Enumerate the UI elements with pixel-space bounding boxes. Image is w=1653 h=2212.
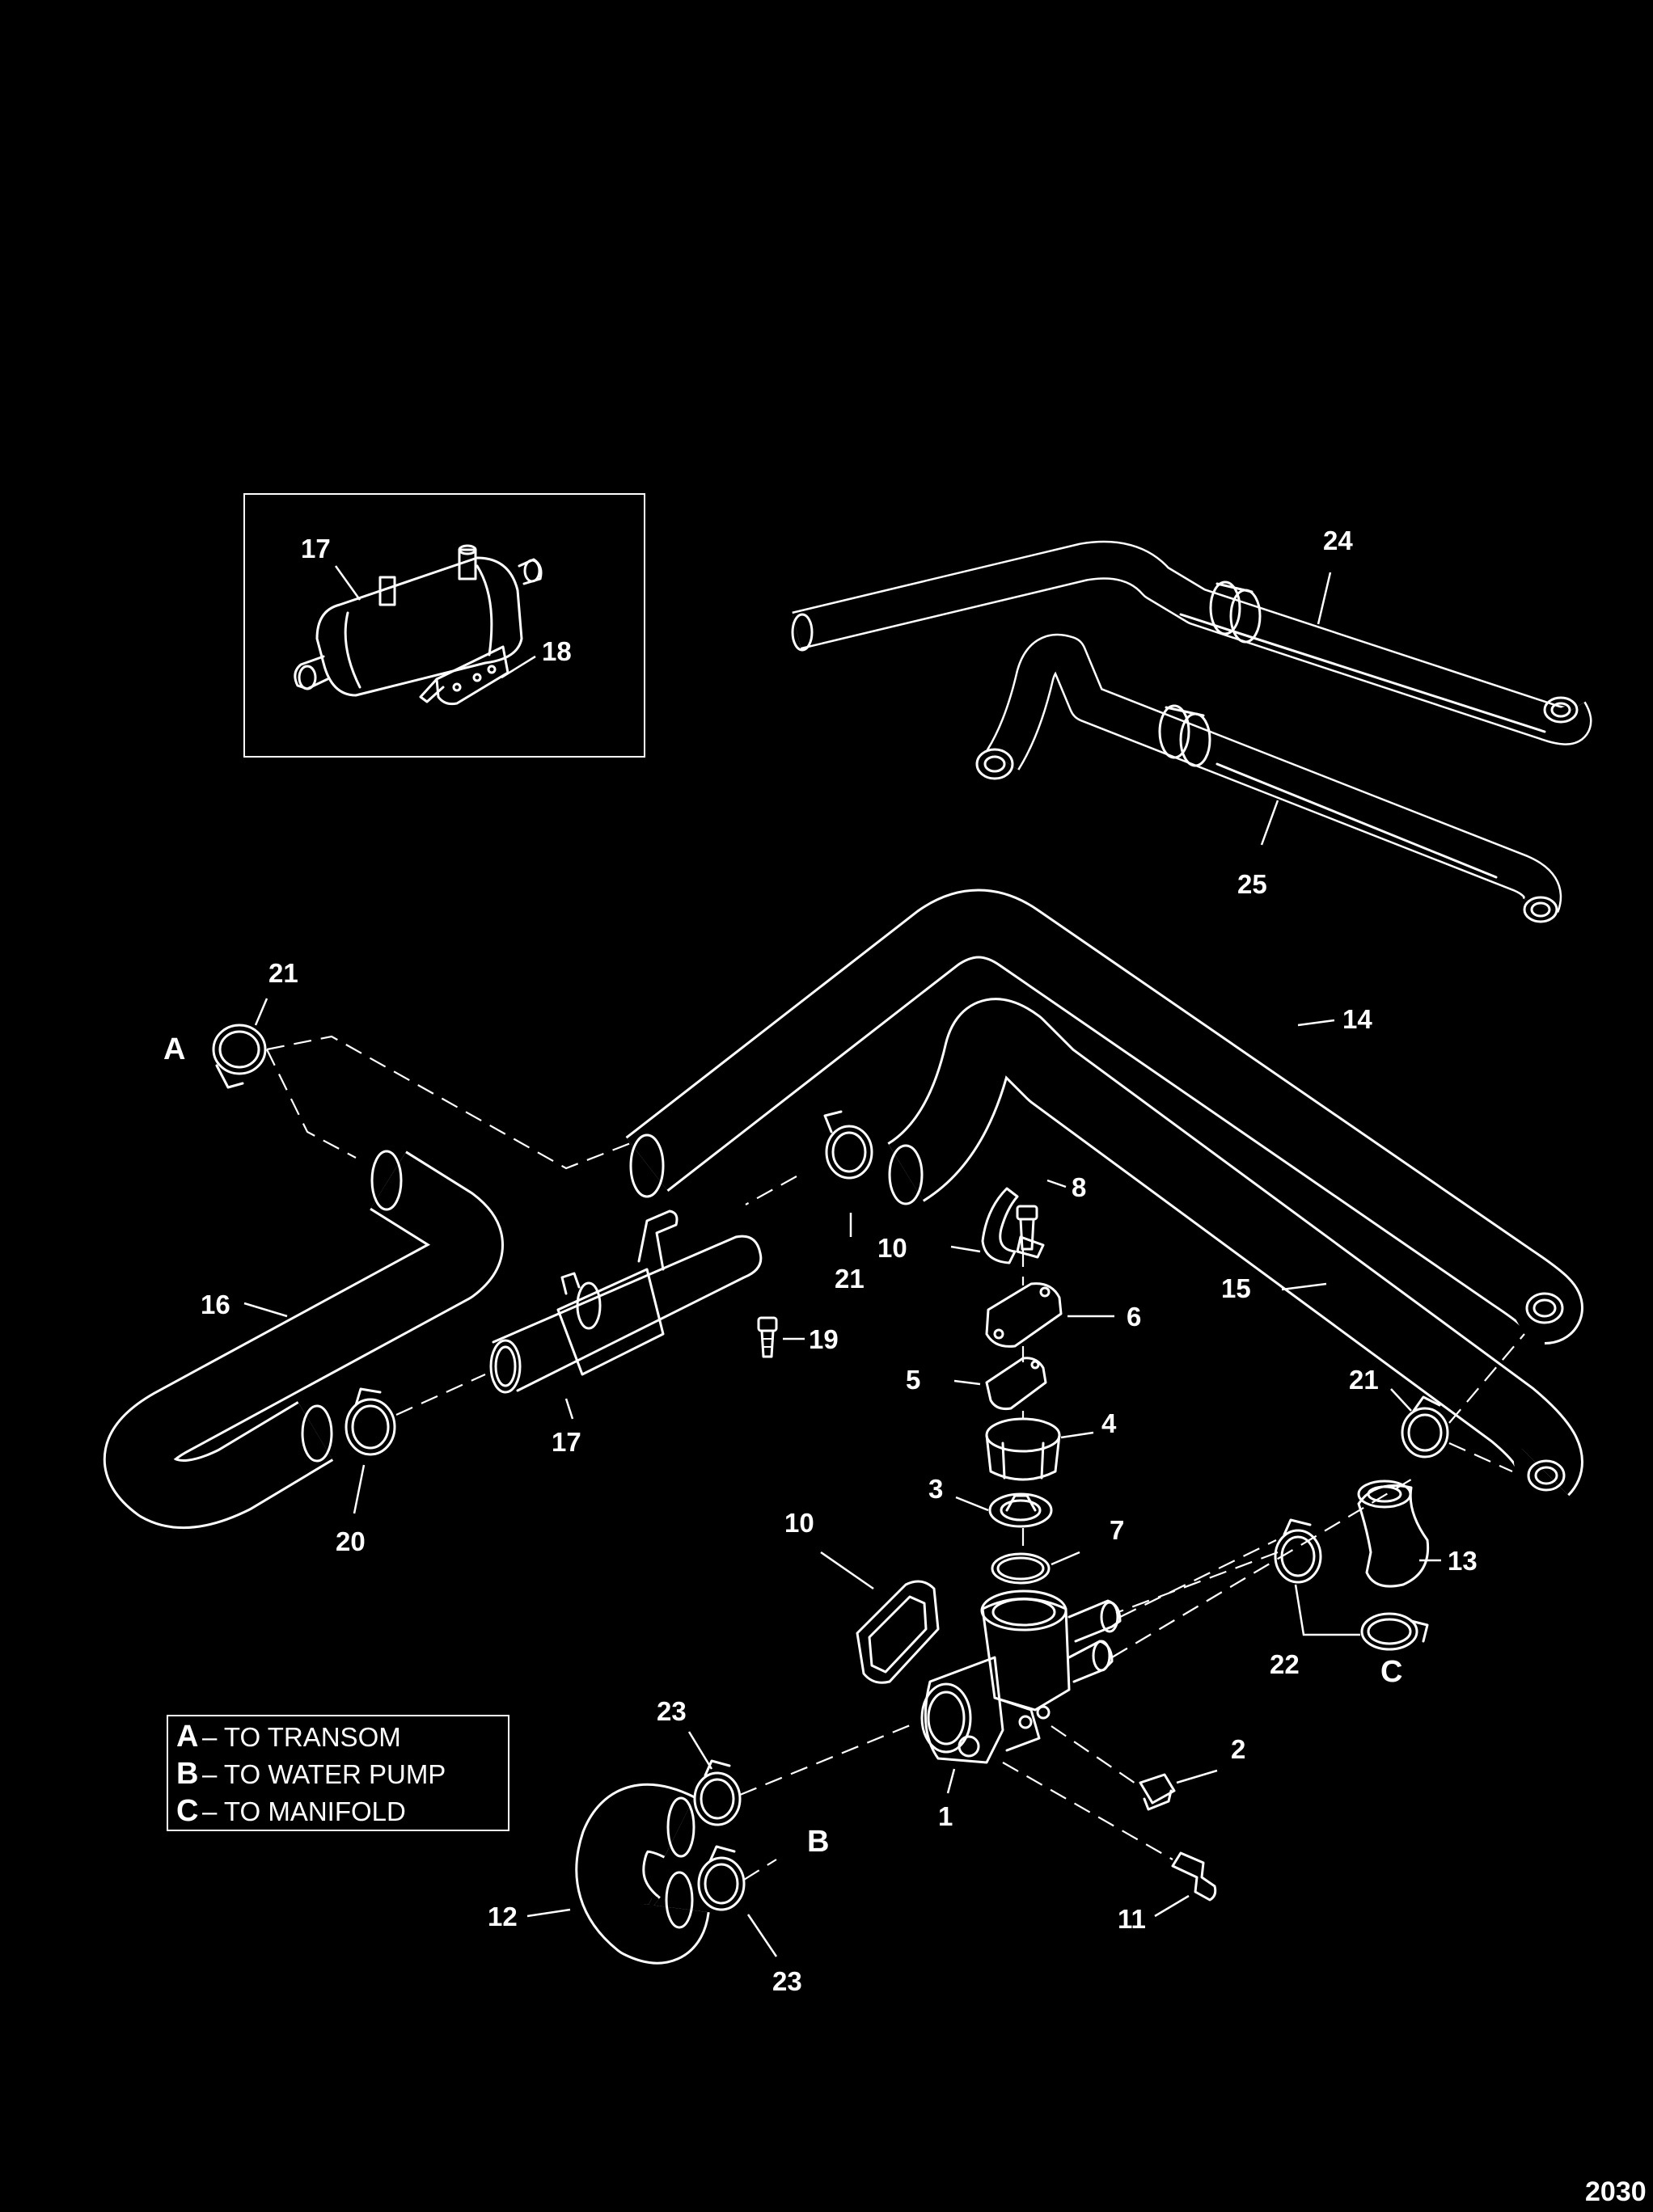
callout-14: 14 (1342, 1004, 1372, 1034)
hose-clamp-25 (1158, 704, 1211, 767)
bolt-11 (1171, 1851, 1217, 1902)
hose-16 (103, 1150, 504, 1529)
callout-5: 5 (906, 1365, 920, 1395)
hose-14 (625, 889, 1583, 1345)
hose-24 (791, 540, 1592, 745)
callout-10-lower: 10 (784, 1508, 814, 1538)
document-number: 2030 (1585, 2176, 1647, 2207)
screw-19 (757, 1316, 778, 1358)
inset-box: 17 18 (243, 493, 645, 758)
callout-11: 11 (1118, 1904, 1146, 1934)
callout-13: 13 (1448, 1546, 1478, 1576)
legend-text-b: – TO WATER PUMP (202, 1759, 446, 1789)
mounting-bracket-inset (419, 645, 509, 706)
hose-clamp-21-right (1401, 1395, 1449, 1458)
legend-text-c: – TO MANIFOLD (202, 1796, 406, 1826)
gasket-10-upper (981, 1187, 1045, 1264)
callout-6: 6 (1127, 1302, 1141, 1332)
callout-17: 17 (552, 1427, 581, 1457)
callout-23-lower: 23 (772, 1966, 802, 1996)
plug-2 (1139, 1773, 1176, 1811)
screw-8 (1016, 1205, 1038, 1251)
hose-25 (975, 633, 1562, 923)
gasket-10-lower (856, 1580, 940, 1684)
callout-20: 20 (336, 1526, 366, 1556)
o-ring-7 (991, 1552, 1051, 1585)
hose-15 (886, 998, 1583, 1496)
callout-21-center: 21 (835, 1264, 865, 1294)
heat-exchanger-17 (489, 1209, 763, 1394)
hose-clamp-23-upper (693, 1759, 742, 1826)
callout-1: 1 (938, 1801, 953, 1831)
callout-2: 2 (1231, 1734, 1245, 1764)
callout-21-right: 21 (1349, 1365, 1379, 1395)
connection-letter-b: B (807, 1825, 829, 1859)
hose-clamp-21-center (823, 1110, 873, 1180)
legend: A – TO TRANSOM B – TO WATER PUMP C – TO … (167, 1715, 509, 1831)
callout-16: 16 (201, 1290, 230, 1319)
legend-key-b: B (176, 1757, 198, 1791)
hose-clamp-22-right (1360, 1612, 1429, 1651)
legend-key-c: C (176, 1794, 198, 1828)
heat-exchanger-inset (294, 544, 543, 697)
callout-21-top-left: 21 (268, 958, 298, 988)
callout-7: 7 (1110, 1515, 1124, 1545)
housing-cover-6 (985, 1282, 1063, 1348)
hose-clamp-21-left (212, 1024, 267, 1089)
gasket-5 (985, 1357, 1047, 1410)
callout-10-upper: 10 (877, 1233, 907, 1263)
hose-13 (1357, 1480, 1430, 1588)
callout-25: 25 (1237, 869, 1267, 899)
callout-19: 19 (809, 1324, 839, 1354)
hose-clamp-24 (1209, 580, 1262, 644)
callout-4: 4 (1101, 1408, 1117, 1438)
connection-letter-a: A (163, 1032, 185, 1066)
legend-key-a: A (176, 1720, 198, 1754)
hose-clamp-22-left (1274, 1518, 1322, 1584)
connection-lines (266, 1035, 1525, 1881)
thermostat-3 (988, 1492, 1053, 1528)
thermostat-housing-1 (920, 1589, 1122, 1764)
callout-15: 15 (1221, 1273, 1251, 1303)
callout-8: 8 (1072, 1172, 1086, 1202)
callout-17-inset: 17 (301, 534, 331, 564)
hose-clamp-20 (345, 1387, 396, 1456)
callout-23-upper: 23 (657, 1696, 687, 1726)
callout-18: 18 (542, 636, 572, 666)
connection-letter-c: C (1380, 1655, 1402, 1689)
callout-3: 3 (928, 1474, 943, 1504)
callout-22: 22 (1270, 1649, 1300, 1679)
legend-text-a: – TO TRANSOM (202, 1722, 401, 1752)
hose-12 (575, 1783, 710, 1965)
thermostat-sleeve-4 (985, 1417, 1061, 1481)
hose-clamp-23-lower (697, 1845, 746, 1911)
callout-12: 12 (488, 1902, 518, 1931)
callout-24: 24 (1323, 526, 1353, 555)
